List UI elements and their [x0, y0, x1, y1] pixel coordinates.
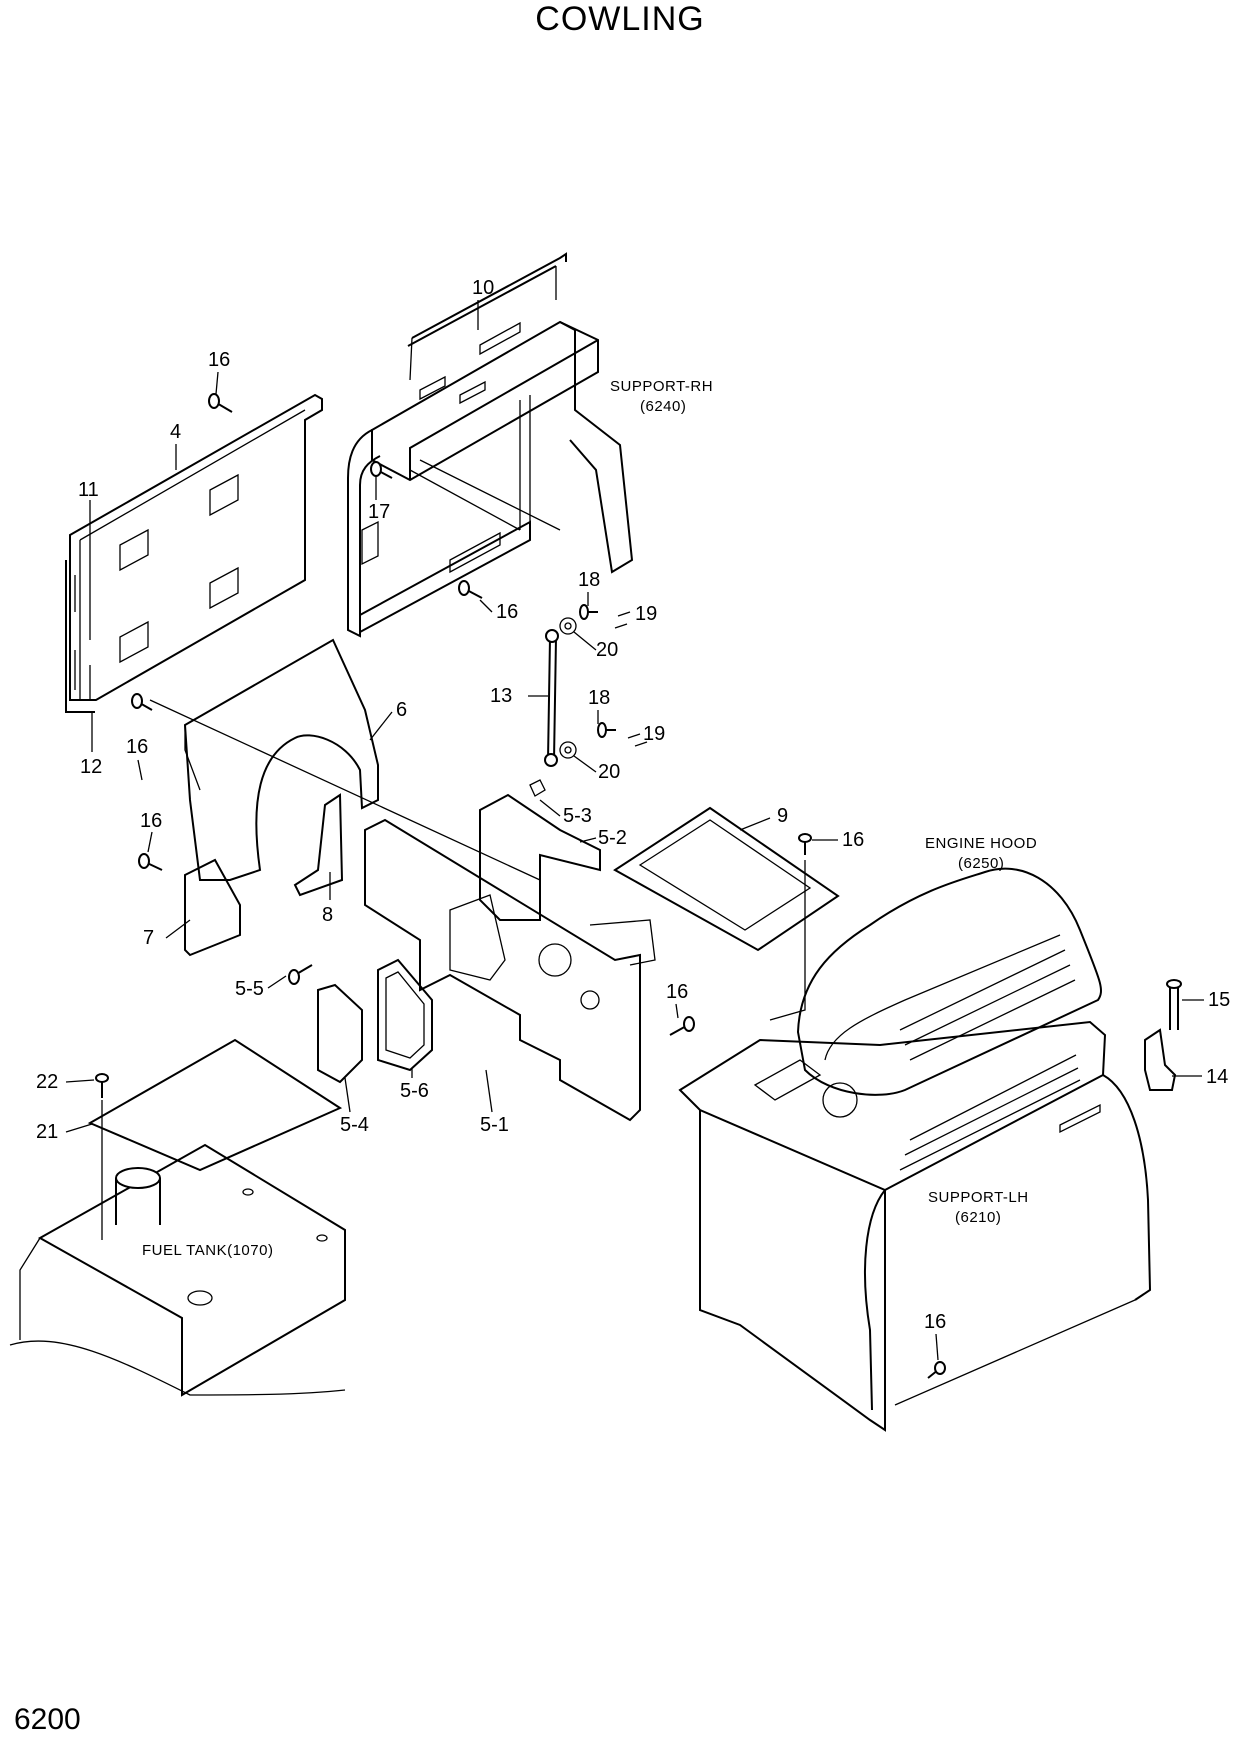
part-13-link [544, 629, 559, 767]
callout-7: 7 [143, 927, 154, 949]
callout-19-b: 19 [643, 723, 665, 745]
callout-5-5: 5-5 [235, 978, 264, 1000]
callout-13: 13 [490, 685, 512, 707]
callout-16-b: 16 [496, 601, 518, 623]
support-rh-frame [347, 320, 634, 638]
fuel-tank-label: FUEL TANK(1070) [142, 1242, 273, 1259]
leader-lines [65, 300, 1204, 1361]
support-lh-frame [678, 1020, 1152, 1432]
part-10-rod [407, 252, 567, 381]
callout-16-g: 16 [924, 1311, 946, 1333]
callout-22: 22 [36, 1071, 58, 1093]
engine-hood [796, 867, 1102, 1096]
callout-12: 12 [80, 756, 102, 778]
support-rh-label: SUPPORT-RH [610, 378, 713, 395]
fuel-tank [9, 1143, 346, 1397]
callout-16-d: 16 [842, 829, 864, 851]
page-title: COWLING [535, 0, 705, 38]
part-5-6-gasket [377, 958, 433, 1072]
support-lh-label: SUPPORT-LH [928, 1189, 1029, 1206]
part-8-bracket [293, 793, 344, 897]
callout-20-b: 20 [598, 761, 620, 783]
callout-21: 21 [36, 1121, 58, 1143]
callout-5-1: 5-1 [480, 1114, 509, 1136]
callout-9: 9 [777, 805, 788, 827]
part-5-4-plate [317, 983, 363, 1084]
callout-10: 10 [472, 277, 494, 299]
part-14-latch [1144, 1028, 1177, 1091]
callout-numbers: 10 16 4 11 17 18 19 16 20 13 6 18 19 16 … [36, 277, 1230, 1333]
callout-15: 15 [1208, 989, 1230, 1011]
assembly-phantom-lines [101, 459, 806, 1240]
support-lh-code: (6210) [955, 1209, 1001, 1226]
support-rh-code: (6240) [640, 398, 686, 415]
part-15-bolt [1166, 979, 1182, 1030]
callout-16-e: 16 [140, 810, 162, 832]
callout-11: 11 [78, 479, 99, 501]
callout-20-a: 20 [596, 639, 618, 661]
callout-5-2: 5-2 [598, 827, 627, 849]
part-5-2-bracket [479, 779, 601, 921]
callout-5-3: 5-3 [563, 805, 592, 827]
part-9-perforated-plate [613, 806, 840, 952]
callout-17: 17 [368, 501, 390, 523]
callout-14: 14 [1206, 1066, 1228, 1088]
engine-hood-code: (6250) [958, 855, 1004, 872]
callout-19-a: 19 [635, 603, 657, 625]
part-6-shroud [183, 638, 379, 881]
part-4-cover [65, 393, 323, 713]
callout-18-a: 18 [578, 569, 600, 591]
callout-18-b: 18 [588, 687, 610, 709]
callout-6: 6 [396, 699, 407, 721]
fasteners [95, 393, 946, 1379]
part-7-plate [184, 858, 241, 957]
callout-16-f: 16 [666, 981, 688, 1003]
callout-8: 8 [322, 904, 333, 926]
callout-4: 4 [170, 421, 181, 443]
engine-hood-label: ENGINE HOOD [925, 835, 1037, 852]
callout-5-6: 5-6 [400, 1080, 429, 1102]
part-21-plate [87, 1038, 343, 1172]
page-number: 6200 [14, 1703, 81, 1736]
part-5-1-main-panel [364, 818, 656, 1122]
callout-16-a: 16 [208, 349, 230, 371]
callout-16-c: 16 [126, 736, 148, 758]
callout-5-4: 5-4 [340, 1114, 369, 1136]
